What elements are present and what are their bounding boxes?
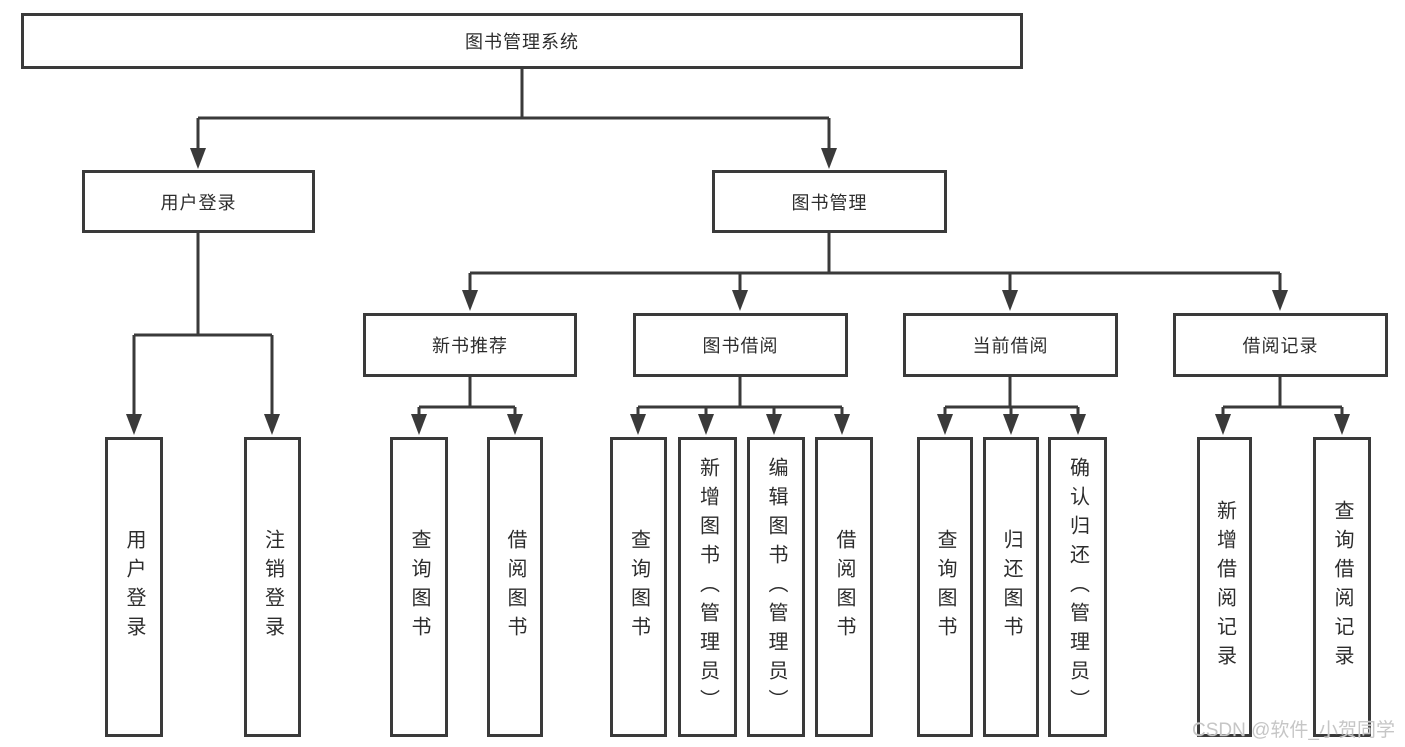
csdn-watermark: CSDN @软件_小贺同学 [1192,720,1395,741]
leaf-edit-books-admin: 编辑图书（管理员） [747,437,805,737]
leaf-add-books-admin: 新增图书（管理员） [678,437,737,737]
node-system-root: 图书管理系统 [21,13,1023,69]
leaf-return-books: 归还图书 [983,437,1039,737]
node-new-book-recommend: 新书推荐 [363,313,577,377]
node-label: 新书推荐 [432,336,508,356]
node-label: 用户登录 [160,192,237,213]
node-label: 新增图书（管理员） [696,456,719,718]
node-label: 注销登录 [261,529,284,645]
node-label: 归还图书 [1000,529,1022,645]
leaf-confirm-return-admin: 确认归还（管理员） [1048,437,1107,737]
leaf-query-books-current: 查询图书 [917,437,973,737]
node-label: 图书管理系统 [465,32,579,52]
node-label: 查询图书 [627,529,650,645]
node-label: 借阅记录 [1242,336,1319,356]
node-label: 图书借阅 [702,336,779,356]
node-label: 查询借阅记录 [1331,500,1353,674]
node-label: 当前借阅 [972,336,1049,356]
leaf-user-login: 用户登录 [105,437,163,737]
node-label: 图书管理 [791,192,868,213]
node-label: 新增借阅记录 [1213,500,1236,674]
node-user-login: 用户登录 [82,170,315,233]
node-book-management: 图书管理 [712,170,947,233]
node-label: 编辑图书（管理员） [765,456,787,718]
leaf-borrow-books-recommend: 借阅图书 [487,437,543,737]
leaf-query-books-borrow: 查询图书 [610,437,667,737]
node-book-borrow: 图书借阅 [633,313,848,377]
leaf-borrow-books: 借阅图书 [815,437,873,737]
arrowheads [126,148,1350,435]
leaf-logout: 注销登录 [244,437,301,737]
leaf-query-books-recommend: 查询图书 [390,437,448,737]
node-current-borrow: 当前借阅 [903,313,1118,377]
leaf-add-borrow-record: 新增借阅记录 [1197,437,1252,737]
node-label: 确认归还（管理员） [1066,456,1089,718]
leaf-query-borrow-record: 查询借阅记录 [1313,437,1371,737]
node-label: 借阅图书 [833,529,855,645]
node-borrow-records: 借阅记录 [1173,313,1388,377]
node-label: 用户登录 [123,529,145,645]
node-label: 查询图书 [408,529,430,645]
node-label: 查询图书 [934,529,956,645]
node-label: 借阅图书 [504,529,526,645]
